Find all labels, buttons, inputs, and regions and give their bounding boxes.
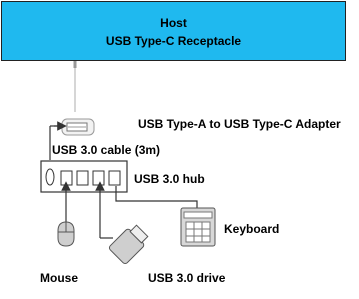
usb-hub-icon bbox=[40, 160, 128, 193]
hub-label: USB 3.0 hub bbox=[134, 172, 205, 186]
adapter-label: USB Type-A to USB Type-C Adapter bbox=[138, 117, 341, 131]
host-title: Host bbox=[160, 16, 187, 30]
mouse-label: Mouse bbox=[40, 271, 79, 285]
drive-cable bbox=[95, 181, 113, 239]
keyboard-label: Keyboard bbox=[224, 222, 280, 236]
cable-label: USB 3.0 cable (3m) bbox=[52, 143, 161, 157]
host-box: Host USB Type-C Receptacle bbox=[1, 1, 346, 61]
host-subtitle: USB Type-C Receptacle bbox=[105, 34, 242, 48]
drive-label: USB 3.0 drive bbox=[148, 271, 226, 285]
keyboard-icon bbox=[180, 207, 216, 247]
usb-adapter-icon bbox=[61, 118, 95, 136]
keyboard-cable bbox=[115, 186, 198, 208]
mouse-icon bbox=[57, 221, 75, 247]
usb-drive-icon bbox=[108, 224, 149, 265]
usb-cable bbox=[49, 121, 67, 160]
